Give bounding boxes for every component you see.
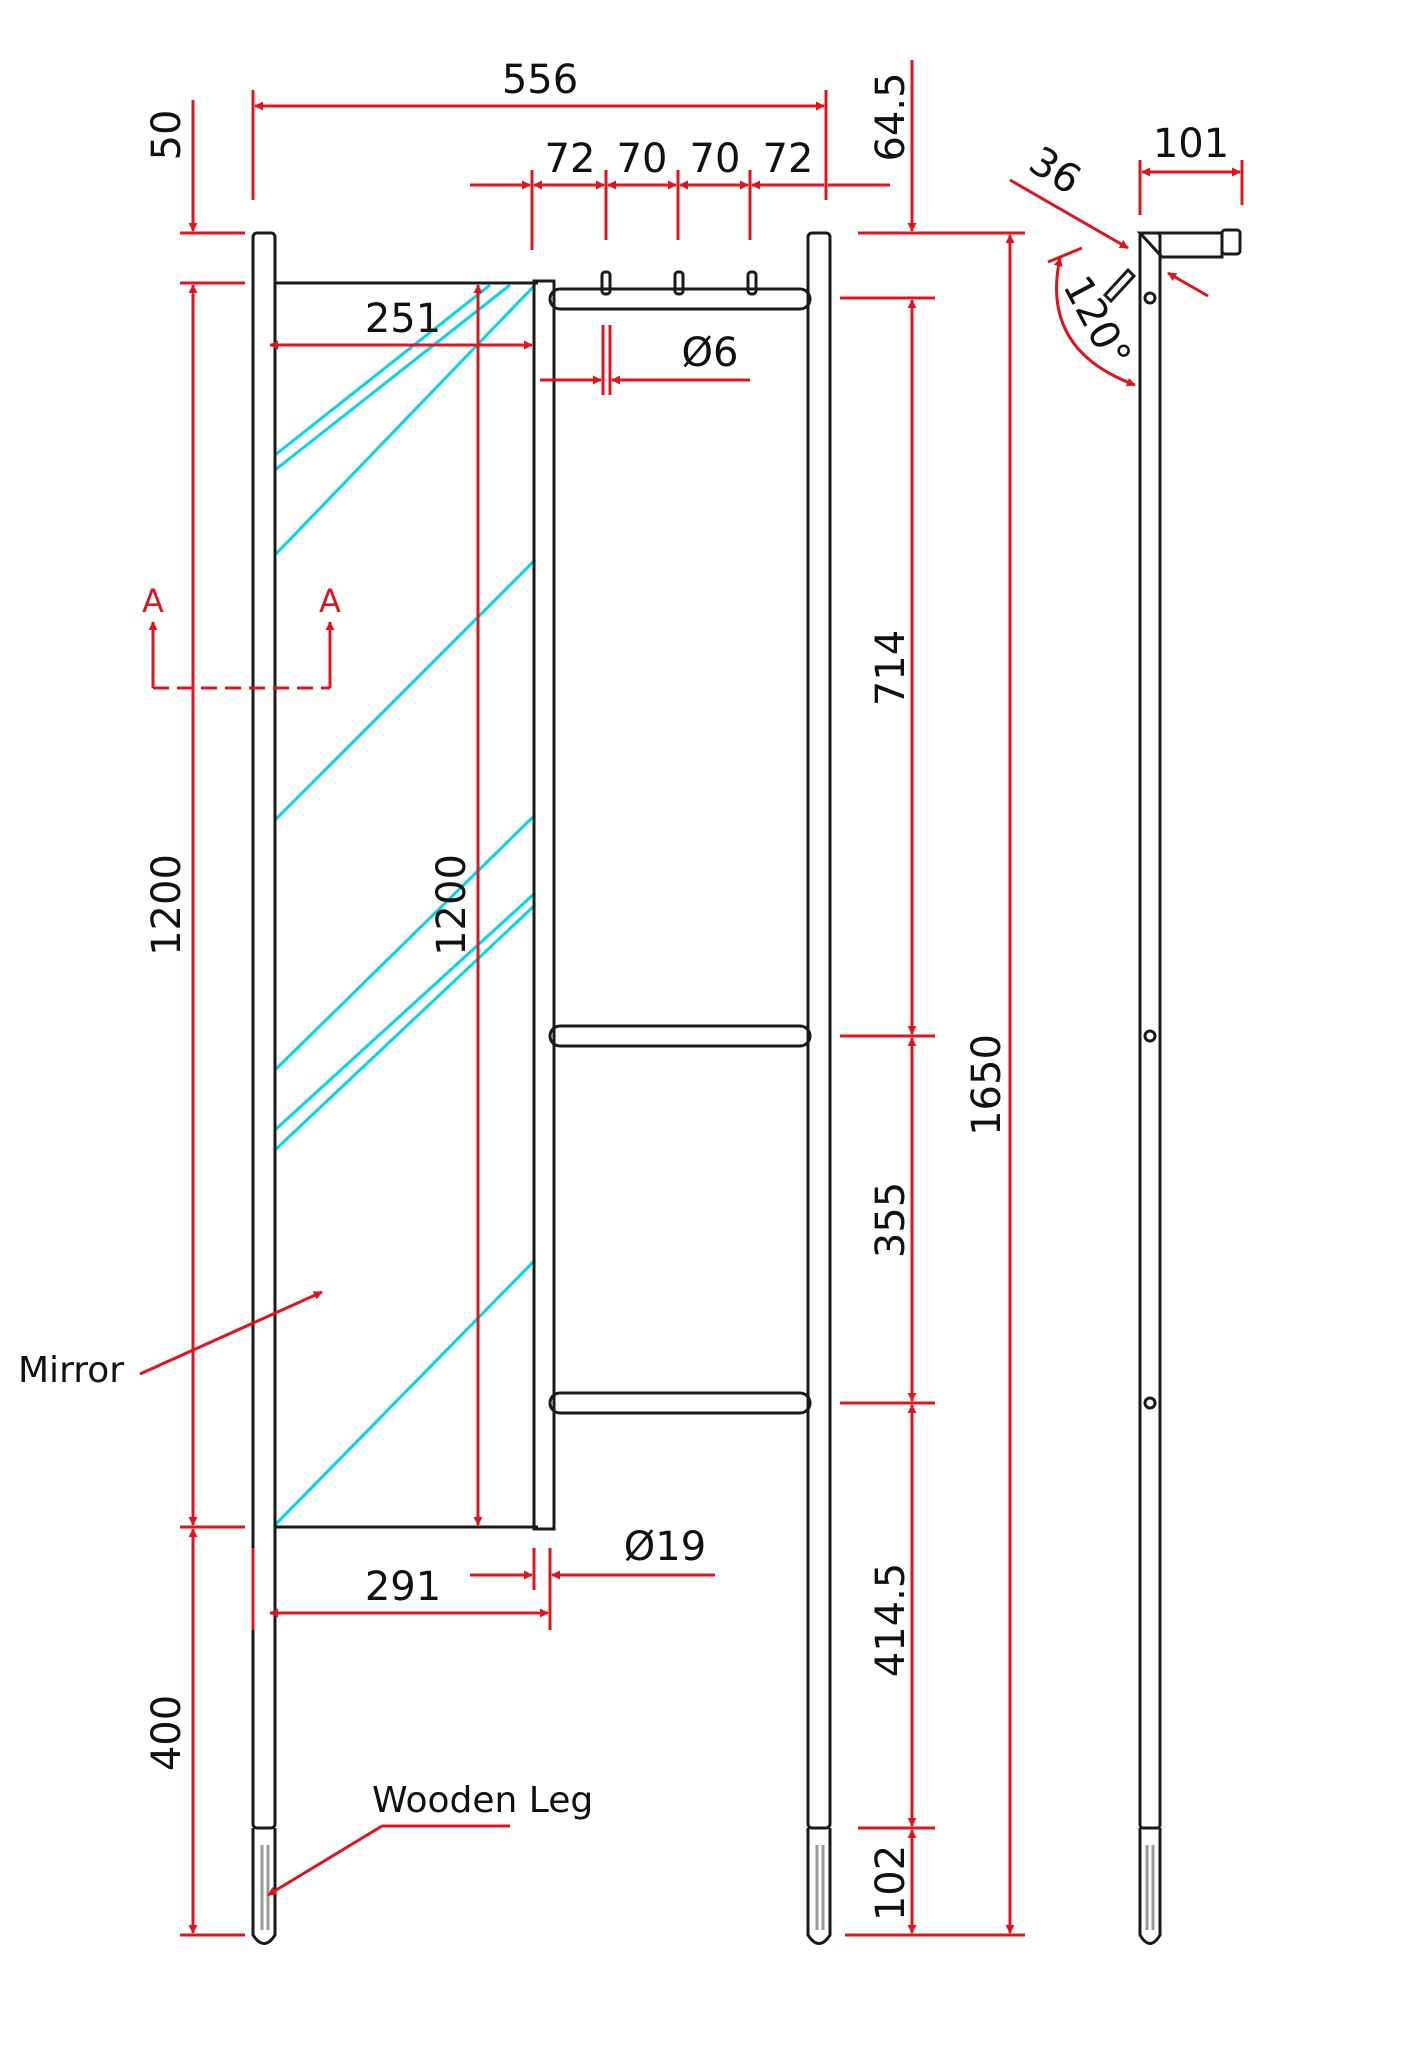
bolt bbox=[1143, 1396, 1157, 1410]
centre-tube bbox=[532, 279, 556, 1531]
hook bbox=[600, 270, 612, 296]
bolt bbox=[1143, 1029, 1157, 1043]
dim-tube-diameter: Ø19 bbox=[624, 1524, 706, 1570]
glass-line bbox=[273, 558, 537, 822]
hook bbox=[673, 270, 685, 296]
dim-side-hook-length: 36 bbox=[1021, 138, 1089, 204]
dim-hook-spacing-4: 72 bbox=[763, 136, 814, 182]
dim-hook-spacing-2: 70 bbox=[617, 136, 668, 182]
side-top-bracket bbox=[1136, 231, 1224, 259]
annotations: A A Mirror Wooden Leg bbox=[18, 582, 593, 1821]
dimension-lines bbox=[139, 60, 1244, 1937]
dim-upper-section: 714 bbox=[868, 630, 914, 706]
dim-frame-width: 291 bbox=[365, 1564, 441, 1610]
top-rail bbox=[548, 287, 812, 311]
mirror-callout: Mirror bbox=[18, 1350, 124, 1391]
dim-middle-section: 355 bbox=[868, 1182, 914, 1258]
right-post bbox=[806, 231, 832, 1830]
glass-line bbox=[273, 283, 537, 557]
dim-mirror-width: 251 bbox=[365, 296, 441, 342]
glass-line bbox=[274, 283, 491, 457]
left-wooden-leg bbox=[251, 1828, 277, 1945]
side-view bbox=[1102, 228, 1242, 1945]
middle-rail bbox=[548, 1024, 812, 1048]
glass-line bbox=[273, 813, 537, 1072]
dim-overall-width: 556 bbox=[502, 57, 578, 103]
front-view bbox=[251, 231, 832, 1945]
side-wooden-leg bbox=[1138, 1828, 1162, 1945]
glass-line bbox=[273, 1258, 537, 1527]
lower-rail bbox=[548, 1391, 812, 1415]
right-wooden-leg bbox=[806, 1828, 832, 1945]
dim-top-offset-right: 64.5 bbox=[868, 72, 914, 161]
dim-mirror-height-left: 1200 bbox=[144, 854, 190, 956]
dim-hook-spacing-3: 70 bbox=[690, 136, 741, 182]
glass-line bbox=[273, 891, 537, 1132]
glass-line bbox=[274, 283, 511, 472]
dim-wood-leg-length: 102 bbox=[868, 1845, 914, 1921]
dim-total-height: 1650 bbox=[964, 1034, 1010, 1136]
bolt bbox=[1143, 291, 1157, 305]
dim-hook-spacing-1: 72 bbox=[545, 136, 596, 182]
hook bbox=[746, 270, 758, 296]
section-marker-right: A bbox=[319, 582, 341, 620]
dim-lower-section: 414.5 bbox=[868, 1563, 914, 1678]
side-end-cap bbox=[1220, 228, 1242, 256]
dimension-labels: 556 50 64.5 72 70 70 72 251 Ø6 1200 1200… bbox=[144, 57, 1229, 1921]
mirror-glass bbox=[273, 283, 537, 1527]
dim-hook-diameter: Ø6 bbox=[682, 330, 739, 376]
left-post bbox=[251, 231, 277, 1830]
wooden-leg-callout: Wooden Leg bbox=[372, 1780, 593, 1821]
dim-top-margin: 50 bbox=[144, 110, 190, 161]
glass-line bbox=[273, 903, 537, 1152]
dim-side-depth: 101 bbox=[1153, 121, 1229, 167]
section-marker-left: A bbox=[142, 582, 164, 620]
dim-mirror-height-inner: 1200 bbox=[429, 854, 475, 956]
dim-bottom-leg-height: 400 bbox=[144, 1695, 190, 1771]
